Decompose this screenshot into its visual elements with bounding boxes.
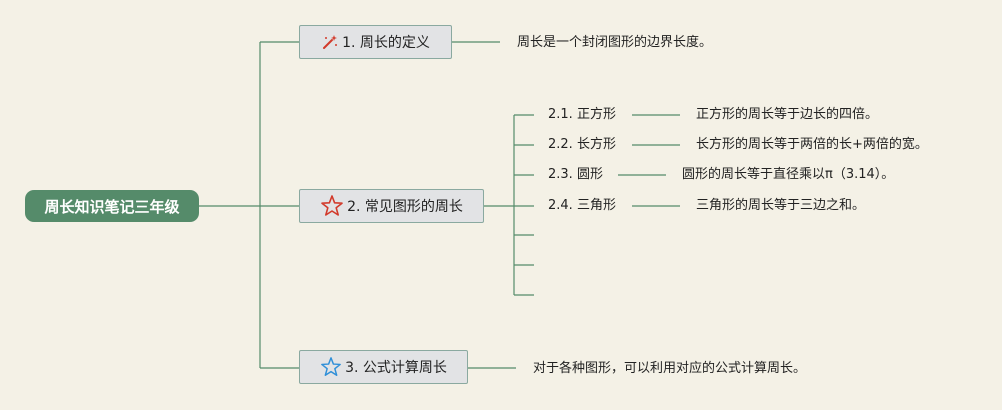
subtopic-square[interactable]: 2.1. 正方形: [548, 107, 616, 122]
note-triangle: 三角形的周长等于三边之和。: [696, 198, 866, 213]
topic-formula[interactable]: 3. 公式计算周长: [299, 350, 468, 384]
star-outline-blue-icon: [320, 356, 342, 378]
topic-label: 3. 公式计算周长: [345, 360, 447, 376]
topic-definition[interactable]: 1. 周长的定义: [299, 25, 452, 59]
topic-label: 1. 周长的定义: [342, 35, 430, 51]
star-outline-red-icon: [320, 194, 344, 218]
topic-label: 2. 常见图形的周长: [347, 199, 463, 215]
magic-wand-icon: [321, 33, 339, 51]
subtopic-rectangle[interactable]: 2.2. 长方形: [548, 137, 616, 152]
subtopic-triangle[interactable]: 2.4. 三角形: [548, 198, 616, 213]
subtopic-circle[interactable]: 2.3. 圆形: [548, 167, 603, 182]
note-formula: 对于各种图形，可以利用对应的公式计算周长。: [533, 361, 807, 376]
note-circle: 圆形的周长等于直径乘以π（3.14）。: [682, 167, 895, 182]
note-square: 正方形的周长等于边长的四倍。: [696, 107, 879, 122]
note-rectangle: 长方形的周长等于两倍的长+两倍的宽。: [696, 137, 928, 152]
topic-common-shapes[interactable]: 2. 常见图形的周长: [299, 189, 484, 223]
root-topic[interactable]: 周长知识笔记三年级: [25, 190, 199, 222]
note-definition: 周长是一个封闭图形的边界长度。: [517, 35, 713, 50]
root-label: 周长知识笔记三年级: [44, 197, 180, 216]
